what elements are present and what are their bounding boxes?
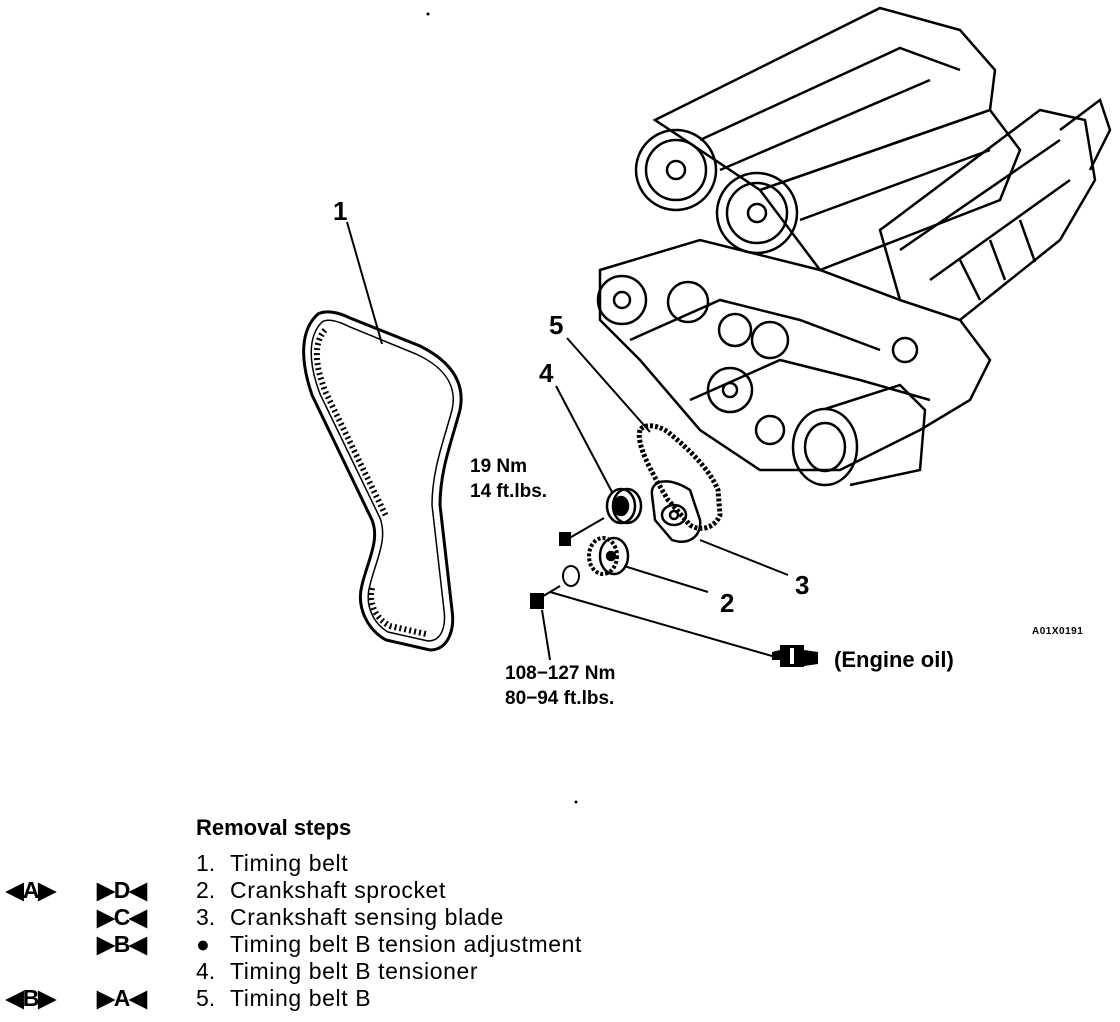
callout-4: 4 (539, 358, 554, 388)
step-text: Crankshaft sensing blade (230, 904, 504, 930)
list-item: ▶B◀ ● Timing belt B tension adjustment (0, 931, 700, 958)
leader-line-3 (699, 539, 789, 576)
step-text: Timing belt (230, 850, 349, 876)
list-item: ◀A▶ ▶D◀ 2. Crankshaft sprocket (0, 877, 700, 904)
service-mark-right: ▶C◀ (97, 904, 147, 930)
step-bullet: ● (196, 931, 210, 957)
callout-1: 1 (333, 196, 348, 226)
torque-leader-bottom (541, 609, 551, 661)
service-mark-right: ▶B◀ (97, 931, 147, 957)
step-number: 5. (196, 985, 216, 1011)
step-number: 3. (196, 904, 216, 930)
scan-speck (574, 800, 578, 804)
list-item: ◀B▶ ▶A◀ 5. Timing belt B (0, 985, 700, 1012)
tensioner-bolt-drawing (559, 517, 605, 546)
scan-speck (426, 12, 430, 16)
crank-bolt-drawing (530, 565, 580, 609)
step-text: Timing belt B tensioner (230, 958, 479, 984)
step-number: 4. (196, 958, 216, 984)
step-text: Crankshaft sprocket (230, 877, 446, 903)
callout-2: 2 (720, 588, 735, 618)
callout-3: 3 (795, 570, 810, 600)
figure-code: A01X0191 (1032, 626, 1084, 637)
torque-top-ftlbs: 14 ft.lbs. (470, 481, 548, 502)
sensing-blade-drawing (650, 480, 702, 543)
step-number: 2. (196, 877, 216, 903)
crankshaft-sprocket-drawing (587, 536, 630, 576)
list-item: ▶C◀ 3. Crankshaft sensing blade (0, 904, 700, 931)
engine-oil-leader (549, 591, 773, 657)
timing-belt-b-drawing (636, 423, 723, 531)
service-mark-right: ▶A◀ (97, 985, 147, 1011)
engine-oil-label: (Engine oil) (834, 647, 954, 672)
list-item: 1. Timing belt (0, 850, 700, 877)
removal-steps-title: Removal steps (196, 815, 352, 840)
torque-top-nm: 19 Nm (470, 456, 528, 477)
step-number: 1. (196, 850, 216, 876)
list-item: 4. Timing belt B tensioner (0, 958, 700, 985)
leader-line-4 (555, 385, 613, 493)
step-text: Timing belt B (230, 985, 372, 1011)
callout-5: 5 (549, 310, 564, 340)
leader-line-1 (346, 221, 383, 345)
step-text: Timing belt B tension adjustment (230, 931, 583, 957)
service-mark-right: ▶D◀ (97, 877, 147, 903)
torque-label-bottom: 108−127 Nm 80−94 ft.lbs. (505, 661, 615, 711)
torque-bottom-nm: 108−127 Nm (505, 663, 616, 684)
removal-steps-list: 1. Timing belt ◀A▶ ▶D◀ 2. Crankshaft spr… (0, 850, 700, 1012)
leader-line-5 (566, 337, 651, 433)
timing-belt-drawing (302, 310, 463, 652)
torque-bottom-ftlbs: 80−94 ft.lbs. (505, 688, 615, 709)
service-mark-left: ◀A▶ (6, 877, 56, 903)
oil-can-icon (772, 645, 818, 667)
tensioner-b-drawing (605, 487, 643, 525)
service-mark-left: ◀B▶ (6, 985, 56, 1011)
engine-drawing (596, 6, 1112, 487)
leader-line-2 (623, 565, 709, 593)
torque-label-top: 19 Nm 14 ft.lbs. (470, 454, 547, 504)
